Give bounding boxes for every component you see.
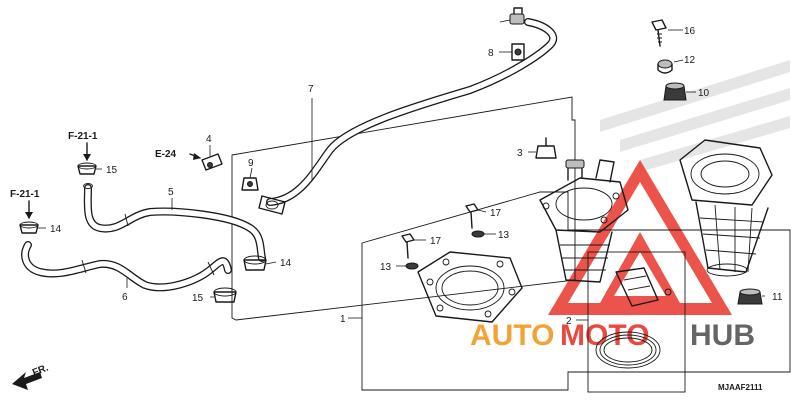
watermark-stripes [600,60,790,172]
bolt-16[interactable] [651,19,667,47]
reference-e24[interactable]: E-24 [155,149,201,160]
watermark-word-auto: AUTO [470,319,554,352]
callout-13-top: 13 [498,230,510,241]
bolt-17-top[interactable] [465,203,479,229]
bolt-17-left[interactable] [401,233,415,259]
callout-labels: 16 12 10 11 8 3 7 4 9 5 6 14 15 15 14 17… [50,26,783,327]
callout-10: 10 [698,88,710,99]
ref-e24-label: E-24 [155,149,177,160]
callout-6: 6 [122,292,128,303]
hose-clip-14-left[interactable] [19,221,39,234]
clip-9[interactable] [241,177,259,191]
leader-lines [38,19,765,321]
gasket-plate-2[interactable] [615,267,672,307]
callout-11: 11 [772,292,783,303]
hose-clip-15-bottom[interactable] [213,287,237,303]
callout-3: 3 [517,148,523,159]
reference-f21-top[interactable]: F-21-1 [68,131,98,161]
callout-14-right: 14 [280,258,292,269]
callout-14-left: 14 [50,224,62,235]
group-outline-hoses [231,96,576,321]
ref-f21-bottom-label: F-21-1 [10,189,40,200]
o-ring-2[interactable] [595,331,661,369]
clip-8[interactable] [511,43,525,61]
callout-1: 1 [340,314,346,325]
connector-3[interactable] [535,137,557,159]
reference-f21-bottom[interactable]: F-21-1 [10,189,40,219]
fuel-pump-1[interactable] [539,159,629,283]
hose-5[interactable] [83,183,266,262]
grommet-11[interactable] [737,288,763,305]
watermark-triangle-logo [548,160,732,315]
hose-clip-14-right[interactable] [243,255,267,271]
hose-6[interactable] [21,241,232,292]
callout-8: 8 [488,48,494,59]
callout-15-top: 15 [106,165,118,176]
callout-17-left: 17 [430,236,442,247]
callout-17-top: 17 [490,208,502,219]
washer-12[interactable] [657,59,673,74]
gasket-base[interactable] [417,251,523,323]
hose-clip-15-top[interactable] [77,162,97,175]
callout-2: 2 [566,316,572,327]
diagram-code: MJAAF2111 [718,383,763,392]
washer-13-top[interactable] [471,230,485,238]
grommet-10[interactable] [663,82,687,101]
callout-5: 5 [168,187,174,198]
front-direction-label: FR. [31,362,50,378]
callout-13-left: 13 [380,262,392,273]
ref-f21-top-label: F-21-1 [68,131,98,142]
washer-13-left[interactable] [405,262,419,270]
front-arrow-icon [12,372,42,390]
fuel-strainer[interactable] [679,139,773,277]
callout-12: 12 [684,55,696,66]
callout-16: 16 [684,26,696,37]
watermark: AUTO MOTO HUB [470,60,790,352]
clamp-4[interactable] [201,153,223,171]
callout-4: 4 [206,134,212,145]
callout-9: 9 [248,158,254,169]
hose-7[interactable] [258,7,558,215]
group-outline-gasket-kit [587,251,686,393]
watermark-word-hub: HUB [690,319,755,352]
front-direction-indicator: FR. [12,362,50,390]
callout-7: 7 [308,84,314,95]
callout-15-bottom: 15 [192,293,204,304]
